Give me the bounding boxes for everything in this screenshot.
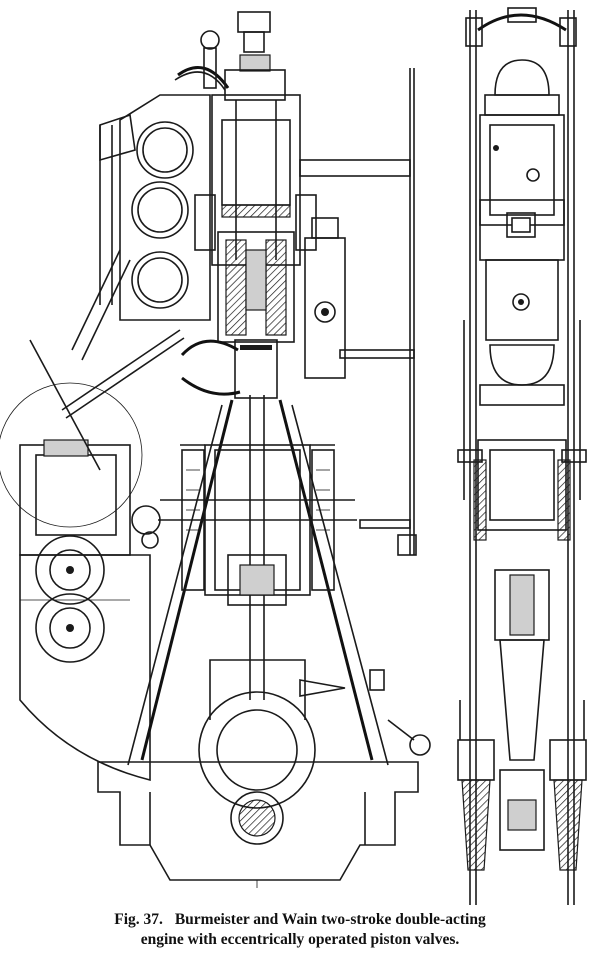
side-view <box>457 7 587 905</box>
a-frame <box>127 399 389 766</box>
scavenge-pump-housing <box>19 439 161 782</box>
large-circle-outline <box>0 382 143 528</box>
cylinder-head <box>200 11 286 101</box>
engine-drawing <box>0 7 587 905</box>
cross-section-view <box>0 11 431 888</box>
figure-caption: Fig. 37. Burmeister and Wain two-stroke … <box>0 910 600 958</box>
valve-linkage <box>29 249 185 471</box>
crosshead-guide <box>180 395 335 700</box>
caption-line-1: Fig. 37. Burmeister and Wain two-stroke … <box>0 910 600 930</box>
exhaust-manifold <box>119 66 230 321</box>
control-rod <box>339 68 417 556</box>
caption-text-1: Burmeister and Wain two-stroke double-ac… <box>174 911 486 928</box>
side-crank-webs <box>457 700 587 871</box>
side-connecting-rod <box>499 639 545 761</box>
oil-pump-detail <box>299 669 431 756</box>
caption-line-2: engine with eccentrically operated pisto… <box>140 931 460 948</box>
top-bell <box>494 59 550 96</box>
upper-cylinder <box>194 94 317 266</box>
figure-number: Fig. 37. <box>114 911 163 928</box>
crankcase <box>97 659 419 888</box>
fuel-pump <box>299 159 411 379</box>
side-crosshead <box>477 439 567 531</box>
lower-bell <box>489 344 555 386</box>
piston-assembly <box>180 231 295 399</box>
